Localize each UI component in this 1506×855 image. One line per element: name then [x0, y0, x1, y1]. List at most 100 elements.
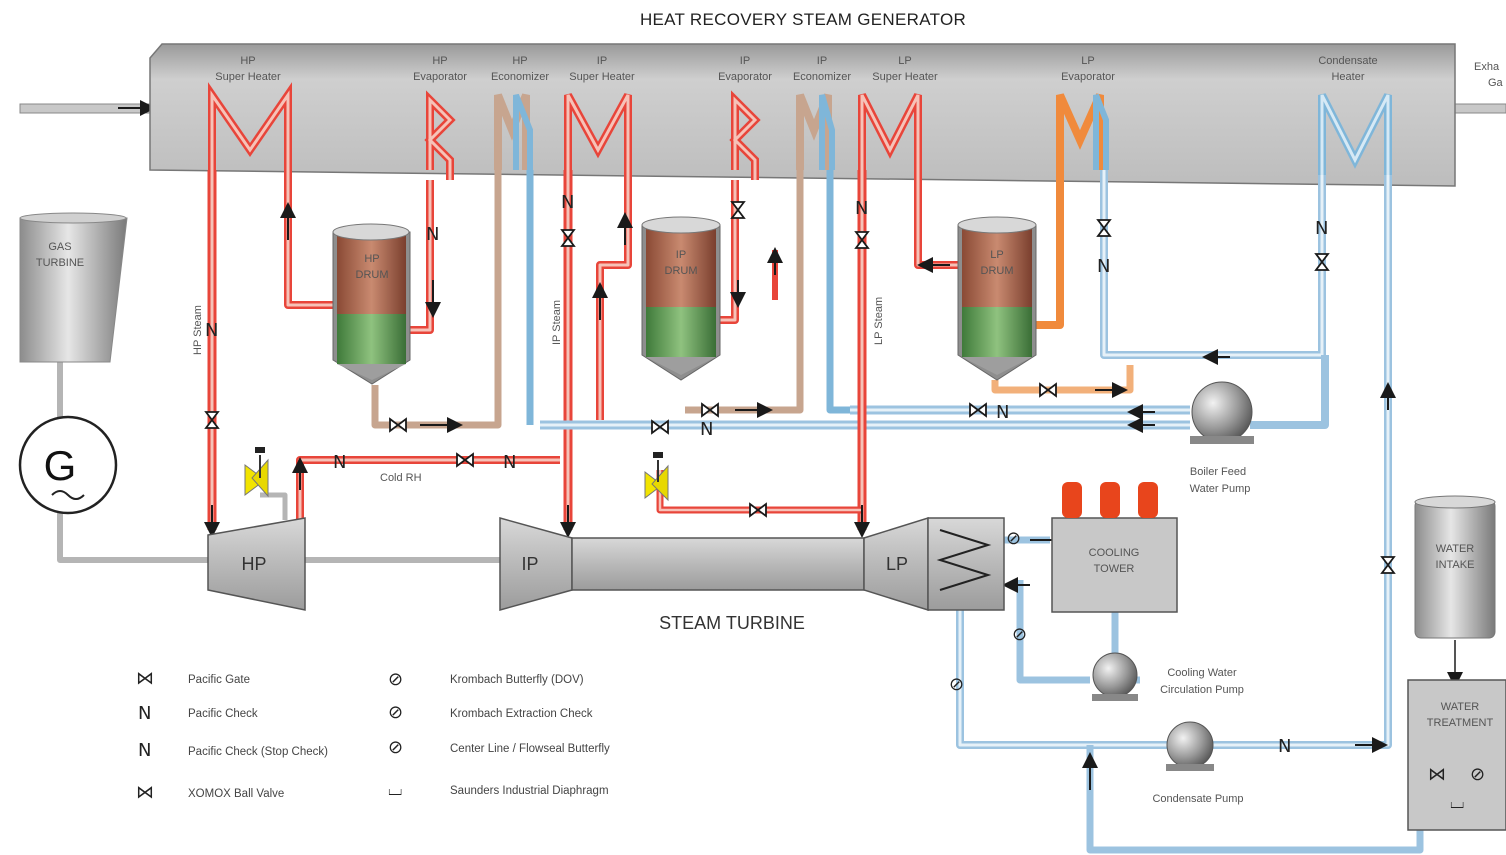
section-hp-sh-1: HP [240, 55, 255, 67]
ip-drum: IP DRUM [641, 216, 721, 381]
hp-turbine-label: HP [241, 554, 266, 574]
cooling-water-pump-label-2: Circulation Pump [1160, 684, 1244, 696]
section-hp-econ-2: Economizer [491, 71, 549, 83]
legend-pacific-check: Pacific Check [188, 708, 258, 720]
check-valve-lp-evap[interactable]: N [1097, 256, 1110, 277]
ip-drum-label-1: IP [676, 249, 686, 261]
section-ip-econ-2: Economizer [793, 71, 851, 83]
section-lp-evap-2: Evaporator [1061, 71, 1115, 83]
lp-turbine-label: LP [886, 554, 908, 574]
legend-xomox-ball-icon: ⋈ [136, 782, 154, 803]
legend-krombach-extraction: Krombach Extraction Check [450, 708, 593, 720]
hp-steam-label: HP Steam [192, 305, 204, 355]
control-valve-ip[interactable] [644, 452, 669, 502]
lp-drum-label-2: DRUM [981, 265, 1014, 277]
section-lp-sh-1: LP [898, 55, 911, 67]
turbine-shaft-casing [571, 537, 865, 591]
gas-turbine: GAS TURBINE [19, 212, 128, 363]
section-hp-econ-1: HP [512, 55, 527, 67]
check-valve-ip-feed[interactable]: N [700, 419, 713, 440]
steam-turbine-label: STEAM TURBINE [659, 613, 805, 633]
condenser [927, 517, 1005, 611]
valve-gate-cond-heater[interactable] [1314, 253, 1330, 271]
boiler-feed-pump: Boiler Feed Water Pump [1190, 381, 1254, 495]
section-hp-evap-1: HP [432, 55, 447, 67]
check-valve-lp-feed[interactable]: N [996, 402, 1009, 423]
cooling-water-pump-label-1: Cooling Water [1167, 667, 1237, 679]
valve-gate-ip-econ[interactable] [701, 402, 719, 418]
water-treatment-diaphragm-icon: ⌴ [1450, 792, 1464, 813]
cooling-tower: COOLING TOWER [1051, 482, 1178, 613]
check-valve-ip[interactable]: N [561, 192, 574, 213]
pipe-condensate [1100, 170, 1326, 359]
exhaust-duct [1454, 103, 1506, 114]
ip-steam-label: IP Steam [551, 300, 563, 345]
hp-drum: HP DRUM [332, 223, 411, 385]
valve-gate-lp-evap[interactable] [1096, 219, 1112, 237]
check-valve-hp-evap[interactable]: N [426, 224, 439, 245]
check-valves: N N N N N N N N N N N ⊘ ⊘ ⊘ [205, 192, 1328, 757]
lp-drum: LP DRUM [957, 216, 1037, 381]
gas-turbine-label-1: GAS [48, 241, 71, 253]
legend-krombach-dov: Krombach Butterfly (DOV) [450, 674, 584, 686]
exhaust-label-1: Exha [1474, 61, 1500, 73]
legend-saunders: Saunders Industrial Diaphragm [450, 785, 609, 797]
legend-krombach-dov-icon: ⊘ [388, 669, 403, 690]
water-treatment-label-1: WATER [1441, 701, 1480, 713]
condensate-pump: Condensate Pump [1152, 721, 1244, 805]
butterfly-valve-cooling-return[interactable]: ⊘ [1012, 624, 1027, 645]
water-treatment: WATER TREATMENT ⋈ ⊘ ⌴ [1407, 679, 1506, 831]
valve-gate-lp-feed[interactable] [969, 402, 987, 418]
check-valve-cond-heater[interactable]: N [1315, 218, 1328, 239]
cooling-tower-label-1: COOLING [1089, 547, 1140, 559]
flow-arrows [204, 202, 1396, 790]
legend-saunders-icon: ⌴ [388, 779, 402, 800]
section-ip-sh-1: IP [597, 55, 607, 67]
condensate-pump-label: Condensate Pump [1152, 793, 1243, 805]
hp-drum-label-1: HP [364, 253, 379, 265]
check-valve-lp[interactable]: N [855, 198, 868, 219]
control-valve-hp[interactable] [244, 447, 269, 498]
valve-gate-lp-drum-outlet[interactable] [1039, 382, 1057, 398]
water-intake-label-1: WATER [1436, 543, 1475, 555]
valve-gate-ip-evap[interactable] [730, 201, 746, 219]
exhaust-label-2: Ga [1488, 77, 1504, 89]
cold-rh-label: Cold RH [380, 472, 422, 484]
valve-gate-crossover[interactable] [749, 502, 767, 518]
valve-gate-ip-steam[interactable] [560, 229, 576, 247]
valve-gate-condensate-return[interactable] [1380, 556, 1396, 574]
generator: G [18, 415, 118, 515]
section-lp-sh-2: Super Heater [872, 71, 938, 83]
valve-gate-lp-steam[interactable] [854, 231, 870, 249]
section-lp-evap-1: LP [1081, 55, 1094, 67]
check-valve-cold-rh-2[interactable]: N [503, 452, 516, 473]
diagram-title: HEAT RECOVERY STEAM GENERATOR [640, 10, 966, 29]
section-ip-evap-1: IP [740, 55, 750, 67]
ip-drum-label-2: DRUM [665, 265, 698, 277]
cooling-tower-fan-1 [1062, 482, 1082, 518]
water-treatment-label-2: TREATMENT [1427, 717, 1494, 729]
section-ip-econ-1: IP [817, 55, 827, 67]
lp-steam-label: LP Steam [873, 297, 885, 345]
butterfly-valve-condensate[interactable]: ⊘ [949, 674, 964, 695]
legend-pacific-gate: Pacific Gate [188, 674, 250, 686]
legend-center-line-icon: ⊘ [388, 737, 403, 758]
water-treatment-ball-valve-icon: ⋈ [1428, 764, 1446, 785]
water-intake-label-2: INTAKE [1436, 559, 1475, 571]
coils [208, 82, 1392, 180]
cooling-tower-label-2: TOWER [1094, 563, 1135, 575]
valve-gate-hp-feed[interactable] [389, 417, 407, 433]
check-valve-condensate[interactable]: N [1278, 736, 1291, 757]
steam-turbine: HP IP LP STEAM TURBINE [207, 516, 1005, 633]
section-ip-sh-2: Super Heater [569, 71, 635, 83]
lp-drum-label-1: LP [990, 249, 1003, 261]
valve-gate-hp-steam[interactable] [204, 411, 220, 429]
legend-stop-check-icon: N [138, 740, 151, 761]
valve-gate-cold-rh[interactable] [456, 452, 474, 468]
cooling-tower-fan-2 [1100, 482, 1120, 518]
valve-gate-ip-feed[interactable] [651, 419, 669, 435]
butterfly-valve-cooling[interactable]: ⊘ [1006, 528, 1021, 549]
check-valve-cold-rh-1[interactable]: N [333, 452, 346, 473]
check-valve-hp[interactable]: N [205, 320, 218, 341]
